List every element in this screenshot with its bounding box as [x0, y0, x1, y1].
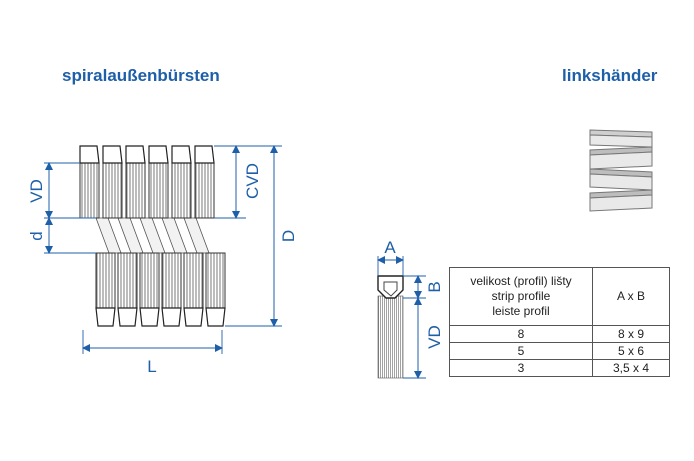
table-row: 3 3,5 x 4 [449, 359, 670, 377]
profile-cell: 5 [449, 342, 593, 360]
profile-cell: 3 [449, 359, 593, 377]
profile-cell: 8 [449, 325, 593, 343]
axb-cell: 8 x 9 [592, 325, 670, 343]
left-hand-helix-icon [589, 129, 653, 212]
dim-l-label: L [147, 357, 156, 376]
dim-vd-strip-label: VD [425, 325, 444, 349]
dim-a-label: A [384, 238, 396, 257]
header-line: strip profile [491, 289, 551, 303]
table-row: 8 8 x 9 [449, 325, 670, 343]
dim-d-big-label: D [279, 230, 298, 242]
dim-d-small-label: d [27, 231, 46, 240]
axb-cell: 3,5 x 4 [592, 359, 670, 377]
dim-cvd-label: CVD [243, 163, 262, 199]
table-row: 5 5 x 6 [449, 342, 670, 360]
title-spiral-brushes: spiralaußenbürsten [62, 66, 220, 85]
header-profile-cell: velikost (profil) lišty strip profile le… [449, 267, 593, 326]
dim-b-label: B [425, 281, 444, 292]
strip-profile-table: velikost (profil) lišty strip profile le… [449, 267, 670, 377]
header-axb-cell: A x B [592, 267, 670, 326]
axb-cell: 5 x 6 [592, 342, 670, 360]
strip-profile-drawing: A B VD [377, 238, 444, 379]
dim-vd-label: VD [27, 179, 46, 203]
header-line: leiste profil [492, 304, 550, 318]
title-left-hand: linkshänder [562, 66, 658, 85]
spiral-brush-drawing: VD d CVD D L [27, 145, 298, 376]
header-line: velikost (profil) lišty [470, 274, 572, 288]
table-header-row: velikost (profil) lišty strip profile le… [449, 267, 670, 326]
